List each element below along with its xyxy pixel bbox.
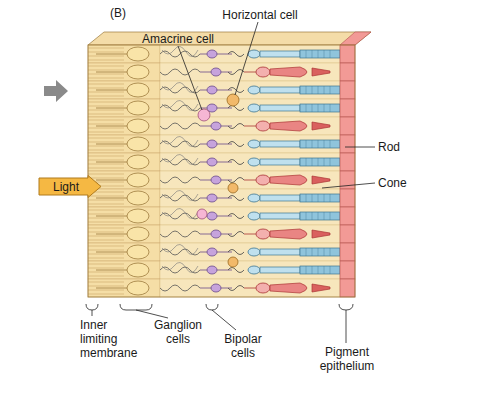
- part-label: Inner limiting membrane: [80, 318, 142, 360]
- amacrine-cell: [198, 109, 210, 121]
- part-label: Bipolar cells: [216, 332, 270, 360]
- part-label: Amacrine cell: [128, 32, 228, 46]
- horizontal-cell: [227, 94, 239, 106]
- part-label: Ganglion cells: [150, 318, 206, 346]
- part-label: Rod: [378, 140, 438, 154]
- part-label: (B): [110, 6, 140, 20]
- part-label: Horizontal cell: [210, 8, 310, 22]
- arrow-label: Light: [38, 175, 102, 198]
- pigment-top: [340, 32, 371, 45]
- light-arrow: Light: [38, 175, 102, 198]
- arrow-outline: [39, 176, 101, 198]
- leader-line: [178, 46, 202, 110]
- block-top: [88, 32, 371, 45]
- part-label: Pigment epithelium: [314, 345, 380, 373]
- part-label: Cone: [378, 176, 438, 190]
- direction-arrow: [44, 80, 68, 102]
- bracket: [86, 304, 98, 316]
